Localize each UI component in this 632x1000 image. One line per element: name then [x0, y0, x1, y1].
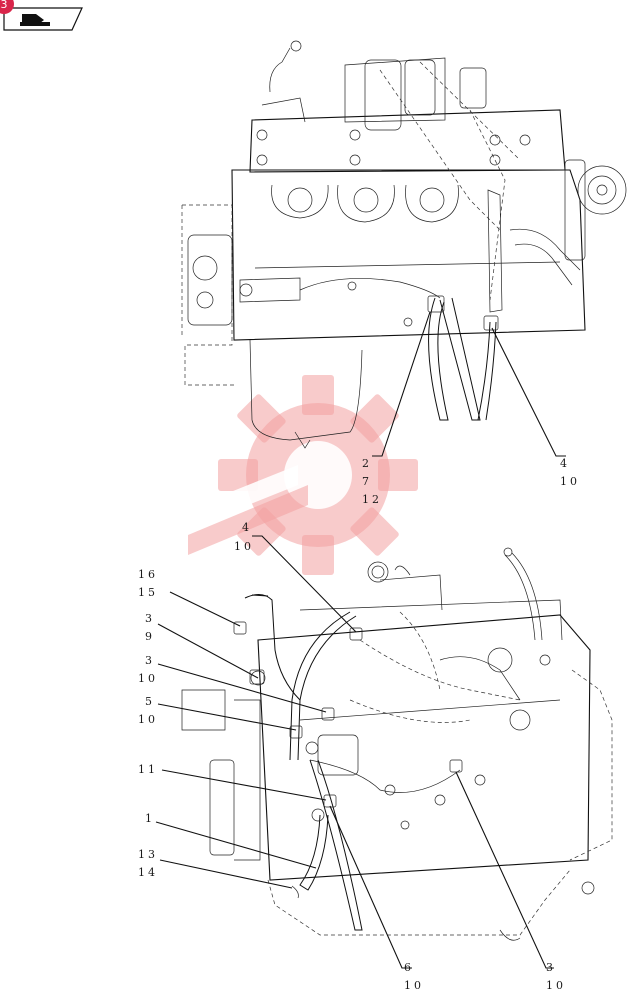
callout-label: 10: [138, 672, 158, 685]
callout-label: 10: [234, 540, 254, 553]
callout-label: 1: [145, 812, 155, 825]
nav-button[interactable]: [3, 7, 83, 31]
callout-label: 4: [242, 521, 252, 534]
watermark-gear-logo: [188, 375, 418, 575]
callout-label: 10: [560, 475, 580, 488]
lower-callout-4-10: 4 10: [234, 521, 357, 633]
upper-engine-drawing: [181, 40, 627, 449]
lower-callout-5-10: 5 10: [138, 695, 297, 731]
lower-engine-drawing: [181, 547, 613, 941]
callout-label: 10: [404, 979, 424, 992]
callout-label: 13: [138, 848, 158, 861]
lower-callout-13-14: 13 14: [138, 848, 293, 889]
callout-label: 16: [138, 568, 158, 581]
callout-label: 10: [546, 979, 566, 992]
lower-callout-11: 11: [138, 763, 327, 801]
lower-callout-3-9: 3 9: [145, 612, 259, 679]
lower-callout-3-10-a: 3 10: [138, 654, 327, 713]
callout-label: 5: [145, 695, 155, 708]
lower-callout-1: 1: [145, 812, 317, 869]
page-badge: 3: [0, 0, 14, 14]
callout-label: 9: [145, 630, 155, 643]
callout-label: 3: [145, 612, 155, 625]
callout-label: 6: [404, 961, 414, 974]
callout-label: 10: [138, 713, 158, 726]
lower-callout-6-10: 6 10: [329, 805, 424, 992]
lower-callout-16-15: 16 15: [138, 568, 241, 627]
callout-label: 7: [362, 475, 372, 488]
callout-label: 2: [362, 457, 372, 470]
callout-label: 4: [560, 457, 570, 470]
lower-callout-3-10-b: 3 10: [455, 771, 566, 992]
book-arrow-icon: [20, 14, 50, 26]
callout-label: 14: [138, 866, 158, 879]
upper-callout-4-10: 4 10: [491, 327, 580, 488]
upper-callout-2-7-12: 2 7 12: [362, 311, 431, 506]
callout-label: 3: [546, 961, 556, 974]
callout-label: 15: [138, 586, 158, 599]
callout-label: 3: [145, 654, 155, 667]
callout-label: 11: [138, 763, 158, 776]
callout-label: 12: [362, 493, 382, 506]
page-badge-number: 3: [1, 0, 8, 11]
